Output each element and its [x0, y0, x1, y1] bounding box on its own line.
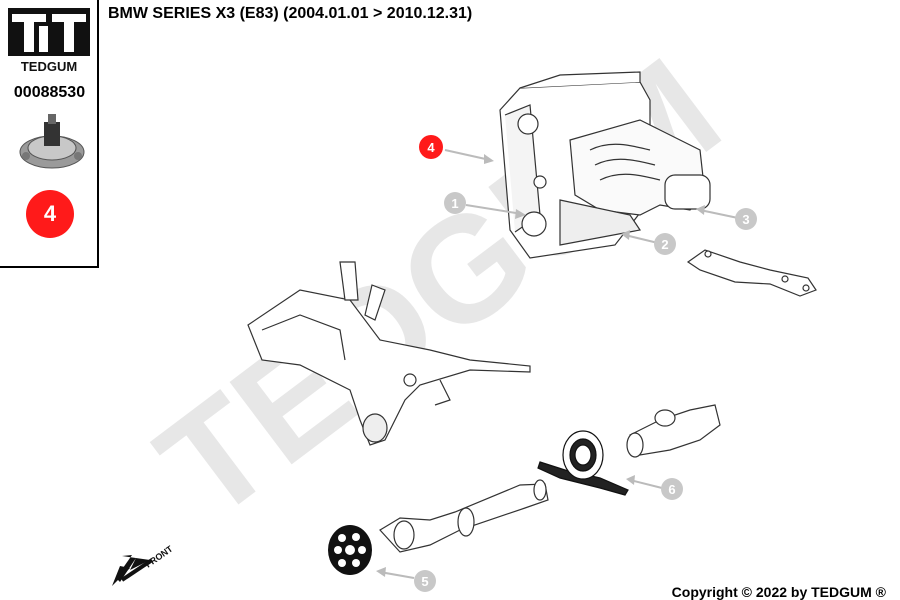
watermark-text: TEDGUM — [129, 26, 749, 551]
leader-lines — [379, 149, 739, 579]
callout-6[interactable]: 6 — [661, 478, 683, 500]
svg-text:2: 2 — [661, 237, 668, 252]
leader-arrowheads — [376, 154, 705, 577]
callout-3[interactable]: 3 — [735, 208, 757, 230]
propshaft-illustration — [379, 404, 721, 553]
brand-name: TEDGUM — [21, 59, 77, 74]
callout-5[interactable]: 5 — [414, 570, 436, 592]
front-arrow: FRONT — [112, 543, 175, 586]
center-bearing-illustration — [537, 430, 629, 496]
engine-mount-thumbnail — [19, 114, 85, 169]
engine-illustration — [499, 71, 711, 259]
tedgum-logo: ® TEDGUM — [8, 8, 90, 74]
transmission-mount-illustration — [686, 249, 817, 297]
svg-text:1: 1 — [451, 196, 458, 211]
part-info-panel: ® TEDGUM 00088530 4 — [0, 0, 99, 268]
callout-1[interactable]: 1 — [444, 192, 466, 214]
reference-badge: 4 — [26, 190, 74, 238]
page-title: BMW SERIES X3 (E83) (2004.01.01 > 2010.1… — [108, 5, 473, 22]
callout-2[interactable]: 2 — [654, 233, 676, 255]
front-label: FRONT — [143, 543, 175, 569]
flex-disc-illustration — [328, 525, 372, 575]
part-number: 00088530 — [13, 84, 86, 101]
copyright-notice: Copyright © 2022 by TEDGUM ® — [671, 584, 886, 600]
svg-text:6: 6 — [668, 482, 675, 497]
svg-text:5: 5 — [421, 574, 428, 589]
subframe-illustration — [247, 261, 531, 446]
svg-text:3: 3 — [742, 212, 749, 227]
watermark: TEDGUM — [129, 26, 749, 551]
callout-4[interactable]: 4 — [419, 135, 443, 159]
svg-text:4: 4 — [427, 140, 435, 155]
